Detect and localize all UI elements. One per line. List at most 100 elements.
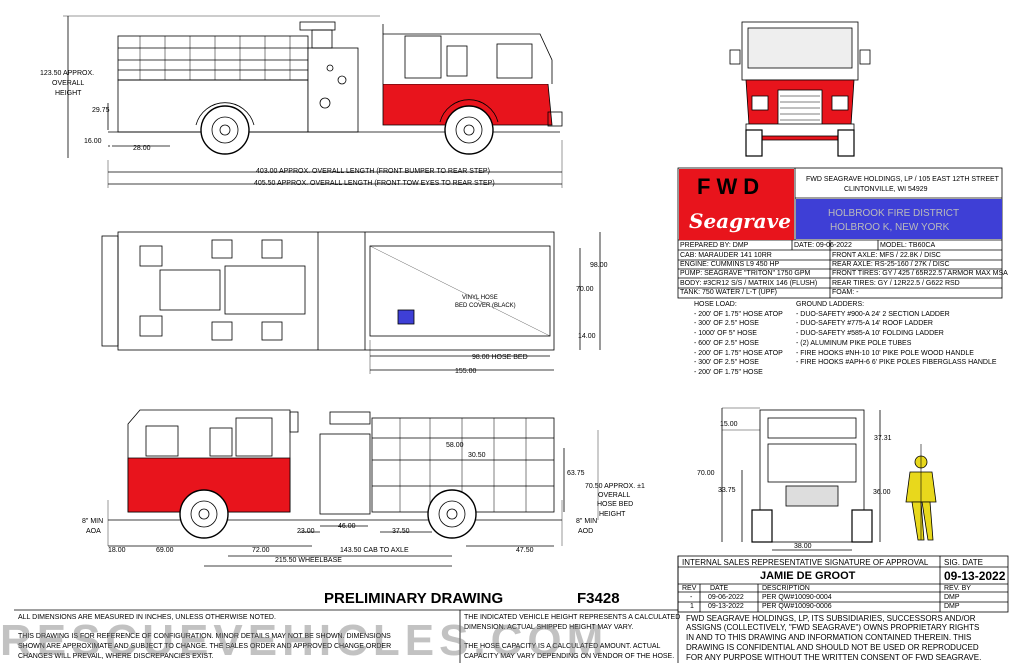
- dim-6375: 63.75: [567, 470, 585, 477]
- spec-foam: FOAM: -: [832, 289, 859, 296]
- rev-date-cell: 09-06-2022: [708, 594, 744, 601]
- note-mid: CAPACITY MAY VARY DEPENDING ON VENDOR OF…: [464, 653, 675, 660]
- hose-load-item: - 300' OF 2.5" HOSE: [694, 359, 759, 366]
- company-address-2: CLINTONVILLE, WI 54929: [844, 186, 928, 193]
- dim-hose-bed-height: 70.50 APPROX. ±1: [585, 483, 645, 490]
- note-right: FOR ANY PURPOSE WITHOUT THE WRITTEN CONS…: [686, 653, 982, 662]
- hose-load-item: - 200' OF 1.75" HOSE: [694, 369, 763, 376]
- dim-rear-1500: 15.00: [720, 421, 738, 428]
- note-left: ALL DIMENSIONS ARE MEASURED IN INCHES, U…: [18, 614, 276, 621]
- dim-length-toweyes: 405.50 APPROX. OVERALL LENGTH (FRONT TOW…: [254, 180, 495, 187]
- vinyl-cover-label: VINYL HOSE: [462, 295, 498, 301]
- approver-name: JAMIE DE GROOT: [760, 570, 856, 582]
- note-mid: THE HOSE CAPACITY IS A CALCULATED AMOUNT…: [464, 643, 661, 650]
- company-address-1: FWD SEAGRAVE HOLDINGS, LP / 105 EAST 12T…: [806, 176, 999, 183]
- note-right: FWD SEAGRAVE HOLDINGS, LP, ITS SUBSIDIAR…: [686, 614, 976, 623]
- approval-header: INTERNAL SALES REPRESENTATIVE SIGNATURE …: [682, 558, 929, 567]
- dim-3050: 30.50: [468, 452, 486, 459]
- dim-6900: 69.00: [156, 547, 174, 554]
- dim-1400: 14.00: [578, 333, 596, 340]
- dim-aoa-label: AOA: [86, 528, 101, 535]
- ground-ladders-title: GROUND LADDERS:: [796, 301, 865, 308]
- hose-load-item: - 300' OF 2.5" HOSE: [694, 320, 759, 327]
- ground-ladder-item: - DUO-SAFETY #775-A 14' ROOF LADDER: [796, 320, 933, 327]
- dim-4600: 46.00: [338, 523, 356, 530]
- note-right: DRAWING IS CONFIDENTIAL AND SHOULD NOT B…: [686, 643, 979, 652]
- watermark: RESCUEVEHICLES.COM: [0, 616, 609, 665]
- note-left: THIS DRAWING IS FOR REFERENCE OF CONFIGU…: [18, 633, 391, 640]
- hose-load-item: - 200' OF 1.75" HOSE ATOP: [694, 311, 783, 318]
- dim-overall-height: 123.50 APPROX.: [40, 70, 95, 77]
- dim-hose-bed-height2: OVERALL: [598, 492, 631, 499]
- dim-overall-height-label: OVERALL: [52, 80, 85, 87]
- customer-name: HOLBROOK FIRE DISTRICT: [828, 208, 960, 219]
- spec-front-tires: FRONT TIRES: GY / 425 / 65R22.5 / ARMOR …: [832, 270, 1008, 277]
- customer-band: HOLBROOK FIRE DISTRICT HOLBROO K, NEW YO…: [796, 199, 1002, 239]
- front-view: [729, 21, 871, 157]
- spec-rear-axle: REAR AXLE: RS-25-160 / 27K / DISC: [832, 261, 950, 268]
- dim-1800: 18.00: [108, 547, 126, 554]
- rear-view: [721, 407, 881, 551]
- spec-pump: PUMP: SEAGRAVE "TRITON" 1750 GPM: [680, 270, 811, 277]
- hose-load-title: HOSE LOAD:: [694, 301, 737, 308]
- note-mid: THE INDICATED VEHICLE HEIGHT REPRESENTS …: [464, 614, 681, 621]
- dim-aoa: 8" MIN: [82, 518, 104, 525]
- dim-rear-3600: 36.00: [873, 489, 891, 496]
- dim-rear-3375: 33.75: [718, 487, 736, 494]
- dim-wheelbase: 215.50 WHEELBASE: [275, 557, 342, 564]
- rev-by-cell: DMP: [944, 603, 960, 610]
- firefighter-figure: [905, 444, 937, 541]
- spec-model: MODEL: TB60CA: [880, 242, 936, 249]
- dim-1600: 16.00: [84, 138, 102, 145]
- dim-2800: 28.00: [133, 145, 151, 152]
- preliminary-drawing-title: PRELIMINARY DRAWING: [324, 590, 504, 607]
- ground-ladder-item: - DUO-SAFETY #900-A 24' 2 SECTION LADDER: [796, 311, 950, 318]
- spec-front-axle: FRONT AXLE: MFS / 22.8K / DISC: [832, 252, 941, 259]
- dim-hose-bed: 98.00 HOSE BED: [472, 354, 528, 361]
- dim-4750: 47.50: [516, 547, 534, 554]
- side-view-bottom: [107, 409, 599, 567]
- spec-cab: CAB: MARAUDER 141 10RR: [680, 252, 772, 259]
- dim-2300: 23.00: [297, 528, 315, 535]
- hose-load-item: - 1000' OF 5" HOSE: [694, 330, 757, 337]
- spec-rear-tires: REAR TIRES: GY / 12R22.5 / G622 RSD: [832, 280, 960, 287]
- spec-engine: ENGINE: CUMMINS L9 450 HP: [680, 261, 780, 268]
- rev-cell: -: [690, 594, 693, 601]
- top-view: [101, 231, 601, 374]
- rev-cell: 1: [690, 603, 694, 610]
- note-right: ASSIGNS (COLLECTIVELY, "FWD SEAGRAVE") O…: [686, 623, 980, 632]
- description-col-header: DESCRIPTION: [762, 585, 810, 592]
- note-mid: DIMENSION. ACTUAL SHIPPED HEIGHT MAY VAR…: [464, 624, 634, 631]
- dim-7200: 72.00: [252, 547, 270, 554]
- dim-length-bumper: 403.00 APPROX. OVERALL LENGTH (FRONT BUM…: [256, 168, 490, 175]
- seagrave-logo-band: Seagrave: [679, 204, 794, 240]
- dim-5800: 58.00: [446, 442, 464, 449]
- note-left: SHOWN ARE APPROXIMATE AND SUBJECT TO CHA…: [18, 643, 392, 650]
- rev-desc-cell: PER QW#10090-0004: [762, 594, 832, 601]
- dim-15500: 155.00: [455, 368, 477, 375]
- rev-col-header: REV: [682, 585, 697, 592]
- dim-cab-to-axle: 143.50 CAB TO AXLE: [340, 547, 409, 554]
- dim-3750: 37.50: [392, 528, 410, 535]
- side-view-top: [63, 15, 563, 188]
- dim-rear-3731: 37.31: [874, 435, 892, 442]
- ground-ladder-item: - FIRE HOOKS #APH-6 6' PIKE POLES FIBERG…: [796, 359, 997, 366]
- spec-prepared-by: PREPARED BY: DMP: [680, 242, 749, 249]
- spec-tank: TANK: 750 WATER / L-T (UPF): [680, 289, 777, 296]
- ground-ladder-item: - FIRE HOOKS #NH-10 10' PIKE POLE WOOD H…: [796, 350, 974, 357]
- dim-hose-bed-height3: HOSE BED: [597, 501, 634, 508]
- hose-load-item: - 200' OF 1.75" HOSE ATOP: [694, 350, 783, 357]
- revby-col-header: REV. BY: [944, 585, 971, 592]
- spec-body: BODY: #3CR12 S/S / MATRIX 146 (FLUSH): [680, 280, 818, 287]
- fwd-logo: FWD: [697, 174, 766, 199]
- dim-hose-bed-height4: HEIGHT: [599, 511, 626, 518]
- dim-2975: 29.75: [92, 107, 110, 114]
- customer-location: HOLBROO K, NEW YORK: [830, 222, 950, 233]
- dim-9800: 98.00: [590, 262, 608, 269]
- dim-rear-7000: 70.00: [697, 470, 715, 477]
- seagrave-logo: Seagrave: [689, 209, 791, 233]
- logo-red-band: FWD: [679, 169, 794, 204]
- rev-desc-cell: PER QW#10090-0006: [762, 603, 832, 610]
- dim-rear-3800: 38.00: [794, 543, 812, 550]
- drawing-number: F3428: [577, 590, 620, 607]
